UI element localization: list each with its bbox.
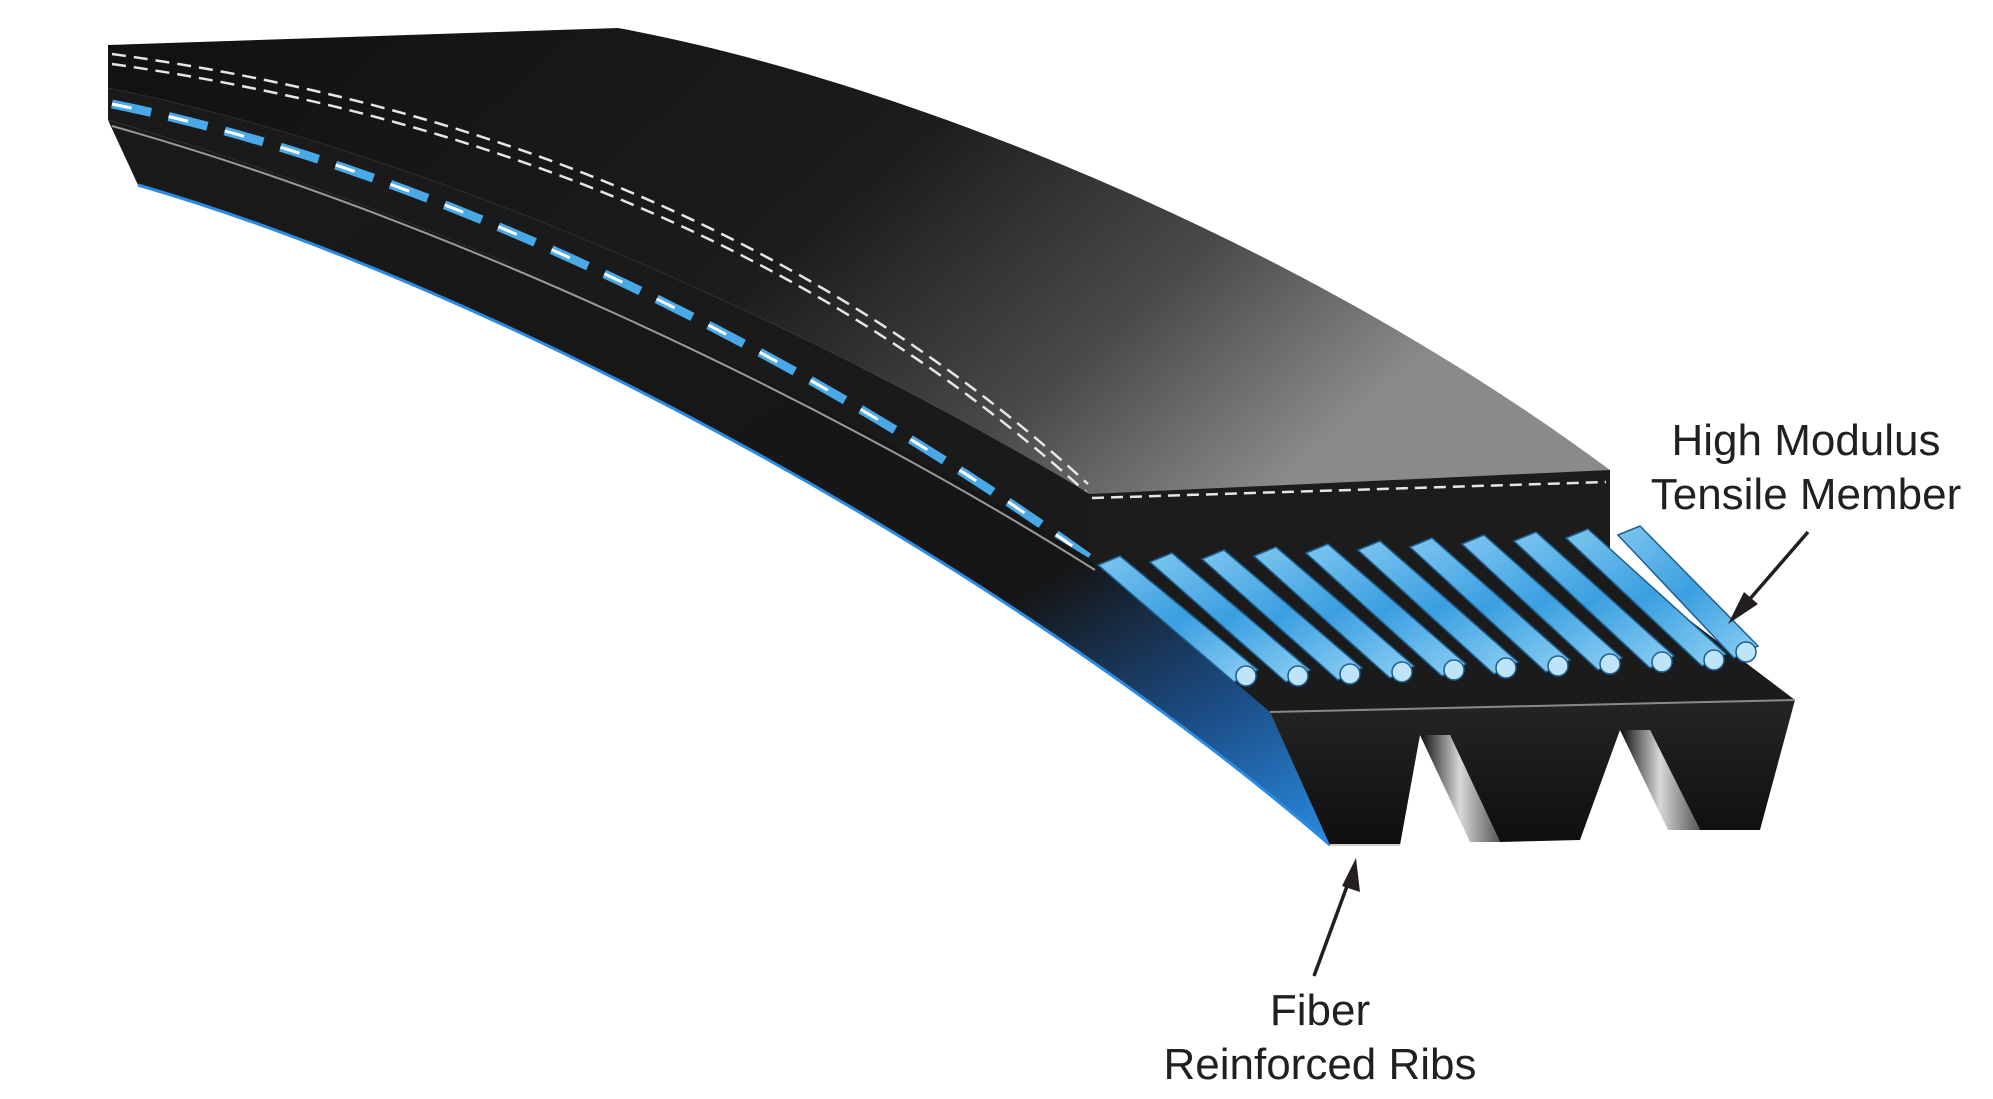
cord-end-11	[1735, 641, 1757, 663]
stitch-line-lower	[111, 62, 1089, 495]
tensile-cords	[1096, 525, 1760, 687]
cord-11	[1616, 525, 1760, 659]
rib-front-block	[1270, 700, 1795, 845]
cord-end-2	[1287, 665, 1309, 687]
belt-top-surface	[108, 28, 1610, 494]
stitch-line-upper	[111, 52, 1089, 485]
belt-side-band	[108, 88, 1090, 560]
cord-7	[1408, 537, 1572, 673]
label-tensile-line-1: High Modulus	[1671, 416, 1941, 465]
cord-end-8	[1599, 653, 1621, 675]
cord-4	[1252, 546, 1416, 679]
cord-8	[1460, 534, 1624, 671]
rib-top-edge	[1269, 699, 1796, 713]
label-fiber-reinforced-ribs: Fiber Reinforced Ribs	[1120, 984, 1520, 1092]
belt-lower-side	[108, 120, 1330, 845]
label-tensile-line-2: Tensile Member	[1650, 470, 1962, 519]
stitch-line-front	[1091, 480, 1607, 500]
arrow-tensile-icon	[1728, 530, 1810, 624]
cord-9	[1512, 531, 1676, 669]
side-edge-line	[111, 125, 1096, 571]
label-high-modulus-tensile-member: High Modulus Tensile Member	[1626, 414, 1986, 522]
cord-end-6	[1495, 657, 1517, 679]
arrow-ribs-icon	[1312, 858, 1360, 977]
cord-end-1	[1235, 665, 1257, 687]
cord-end-3	[1339, 663, 1361, 685]
side-cord-highlight	[111, 102, 1093, 562]
cord-2	[1148, 552, 1312, 683]
label-ribs-line-2: Reinforced Ribs	[1163, 1040, 1477, 1089]
cord-end-9	[1651, 651, 1673, 673]
side-edge-blue	[137, 183, 1331, 847]
cord-end-5	[1443, 659, 1465, 681]
cord-6	[1356, 540, 1520, 675]
cord-1	[1096, 555, 1260, 683]
cord-10	[1564, 528, 1728, 667]
cord-end-4	[1391, 661, 1413, 683]
cord-end-10	[1703, 649, 1725, 671]
rib-groove-2	[1620, 730, 1700, 830]
label-ribs-line-1: Fiber	[1269, 986, 1371, 1035]
cord-5	[1304, 543, 1468, 677]
cord-end-7	[1547, 655, 1569, 677]
cord-3	[1200, 549, 1364, 681]
rib-groove-1	[1420, 735, 1500, 842]
